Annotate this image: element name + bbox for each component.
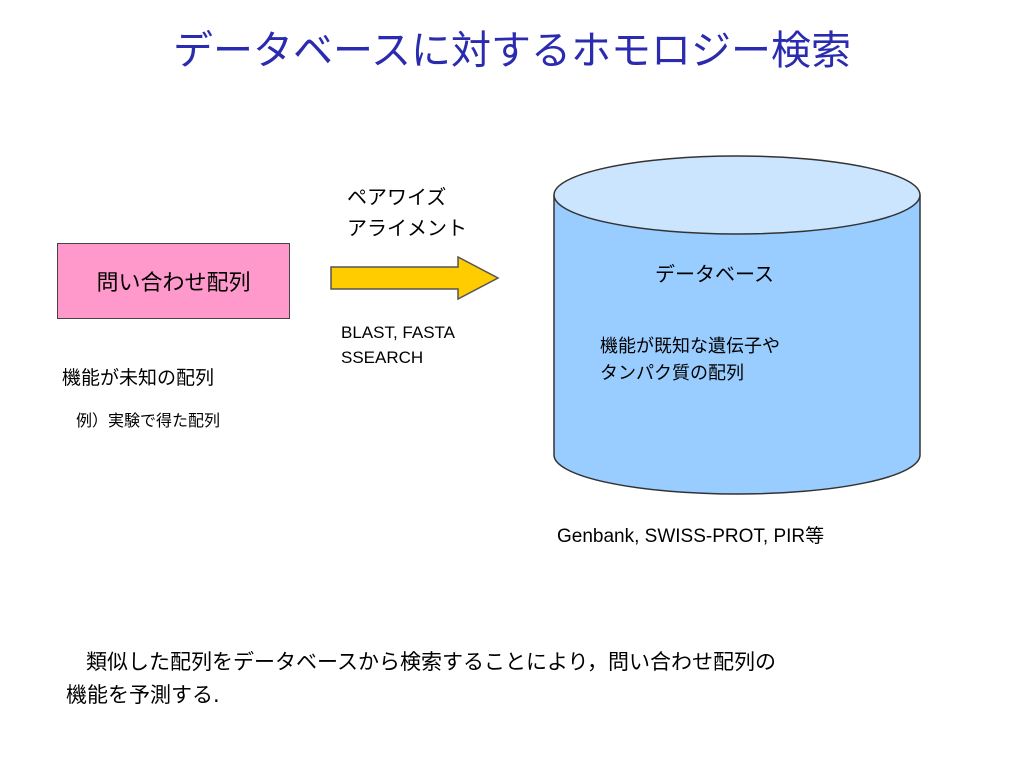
method-line: アライメント	[347, 216, 467, 240]
database-cylinder-icon	[553, 155, 921, 495]
method-tools: BLAST, FASTA SSEARCH	[341, 320, 455, 370]
database-description-line: タンパク質の配列	[600, 363, 744, 384]
conclusion-line: 機能を予測する.	[66, 683, 220, 707]
tool-line: BLAST, FASTA	[341, 323, 456, 342]
slide-title: データベースに対するホモロジー検索	[173, 28, 851, 74]
conclusion-text: 類似した配列をデータベースから検索することにより，問い合わせ配列の 機能を予測す…	[66, 646, 776, 712]
method-line: ペアワイズ	[347, 185, 447, 209]
method-label: ペアワイズ アライメント	[347, 182, 467, 244]
database-label: データベース	[655, 262, 774, 286]
arrow-icon	[330, 255, 500, 301]
conclusion-line: 類似した配列をデータベースから検索することにより，問い合わせ配列の	[86, 650, 777, 674]
query-description: 機能が未知の配列	[62, 367, 215, 389]
query-example: 例）実験で得た配列	[76, 411, 221, 430]
tool-line: SSEARCH	[341, 348, 424, 367]
database-description: 機能が既知な遺伝子や タンパク質の配列	[600, 333, 780, 387]
database-sources: Genbank, SWISS-PROT, PIR等	[557, 526, 825, 547]
database-description-line: 機能が既知な遺伝子や	[600, 336, 780, 357]
query-sequence-box: 問い合わせ配列	[57, 243, 290, 319]
